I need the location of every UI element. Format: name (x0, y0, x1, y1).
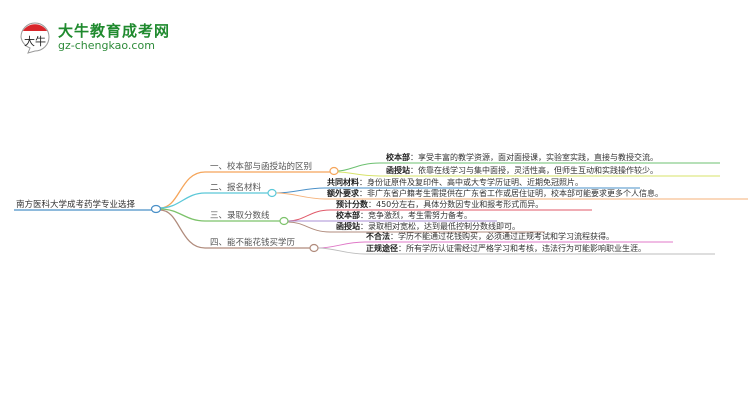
branch-3-label[interactable]: 三、录取分数线 (210, 211, 270, 221)
root-node-circle (150, 204, 162, 214)
branch-4-label[interactable]: 四、能不能花钱买学历 (210, 238, 296, 248)
leaf-1-2[interactable]: 函授站：依靠在线学习与集中面授，灵活性高，但师生互动和实践操作较少。 (386, 166, 658, 175)
logo-badge-icon: 大牛 (20, 22, 50, 54)
logo-title: 大牛教育成考网 (58, 22, 171, 40)
leaf-4-2[interactable]: 正规途径：所有学历认证需经过严格学习和考核，违法行为可能影响职业生涯。 (366, 244, 646, 253)
leaf-2-2[interactable]: 额外要求：非广东省户籍考生需提供在广东省工作或居住证明，校本部可能要求更多个人信… (327, 189, 663, 198)
logo-url: gz-chengkao.com (58, 39, 155, 52)
branch-1-label[interactable]: 一、校本部与函授站的区别 (210, 162, 313, 172)
leaf-1-1[interactable]: 校本部：享受丰富的教学资源，面对面授课，实验室实践，直接与教授交流。 (386, 153, 658, 162)
leaf-3-3[interactable]: 函授站：录取相对宽松，达到最低控制分数线即可。 (336, 222, 520, 231)
leaf-3-1[interactable]: 预计分数：450分左右，具体分数因专业和报考形式而异。 (336, 200, 544, 209)
leaf-4-1[interactable]: 不合法：学历不能通过花钱购买，必须通过正规考试和学习流程获得。 (366, 232, 614, 241)
svg-text:大牛: 大牛 (24, 34, 46, 48)
leaf-3-2[interactable]: 校本部：竞争激烈，考生需努力备考。 (336, 211, 472, 220)
mindmap-root[interactable]: 南方医科大学成考药学专业选择 (16, 200, 136, 210)
site-logo: 大牛 大牛教育成考网 gz-chengkao.com (18, 18, 188, 58)
leaf-2-1[interactable]: 共同材料：身份证原件及复印件、高中或大专学历证明、近期免冠照片。 (327, 178, 583, 187)
branch-2-label[interactable]: 二、报名材料 (210, 183, 262, 193)
